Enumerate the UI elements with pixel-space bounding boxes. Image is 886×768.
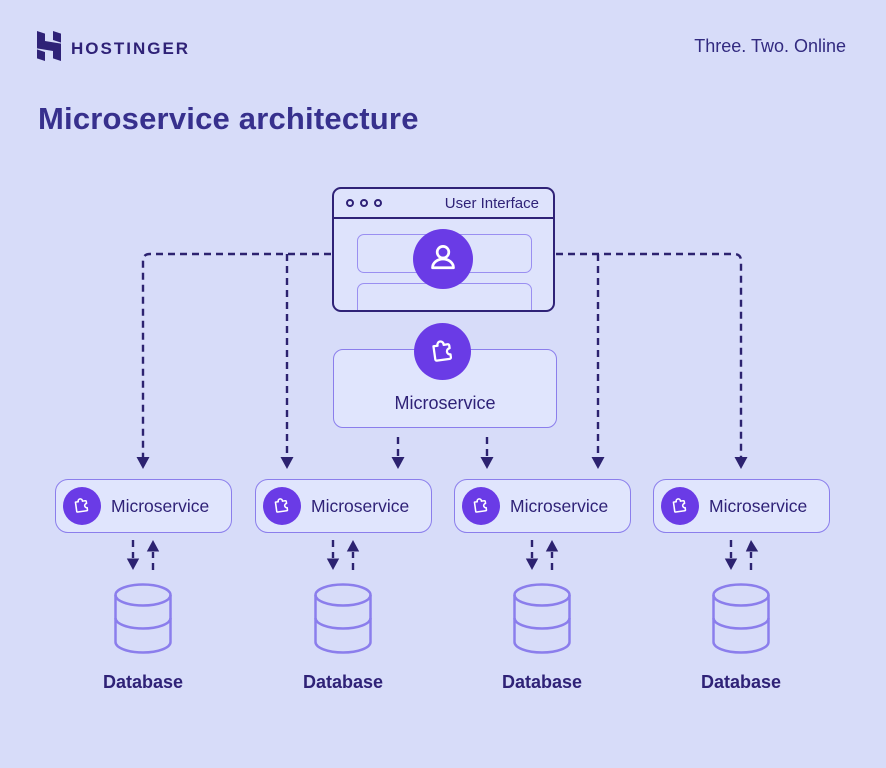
arrowhead-up-icon xyxy=(745,540,759,552)
arrowhead-down-icon xyxy=(734,457,748,469)
microservice-label: Microservice xyxy=(510,495,609,516)
arrowhead-down-icon xyxy=(480,457,494,469)
tagline: Three. Two. Online xyxy=(694,36,846,56)
database-group-4: Database xyxy=(681,582,801,693)
database-icon xyxy=(113,583,173,660)
microservice-card-1: Microservice xyxy=(55,479,232,533)
ui-window-title: User Interface xyxy=(444,194,539,212)
brand-name: HOSTINGER xyxy=(71,38,191,58)
arrowhead-down-icon xyxy=(280,457,294,469)
microservice-label: Microservice xyxy=(709,495,808,516)
ui-window: User Interface xyxy=(332,187,555,312)
central-microservice-badge xyxy=(414,323,471,380)
puzzle-icon xyxy=(427,333,459,370)
puzzle-icon xyxy=(71,493,93,520)
window-dot-icon xyxy=(346,199,354,207)
central-microservice-card: Microservice xyxy=(333,323,557,428)
arrowhead-down-icon xyxy=(391,457,405,469)
microservice-badge xyxy=(462,487,500,525)
window-dot-icon xyxy=(374,199,382,207)
database-label: Database xyxy=(102,672,184,692)
avatar xyxy=(413,229,473,289)
database-group-1: Database xyxy=(83,582,203,693)
database-group-3: Database xyxy=(482,582,602,693)
database-label: Database xyxy=(700,672,782,692)
database-label: Database xyxy=(501,672,583,692)
user-icon xyxy=(426,240,460,279)
ui-window-titlebar: User Interface xyxy=(334,189,553,219)
hostinger-logo-icon xyxy=(36,31,62,66)
database-label: Database xyxy=(302,672,384,692)
arrowhead-up-icon xyxy=(346,540,360,552)
brand: HOSTINGER xyxy=(36,31,190,66)
arrowhead-up-icon xyxy=(146,540,160,552)
connector-ui-to-service-4 xyxy=(556,252,743,457)
microservice-badge xyxy=(661,487,699,525)
window-controls xyxy=(346,199,382,207)
puzzle-icon xyxy=(271,493,293,520)
database-group-2: Database xyxy=(283,582,403,693)
page-title: Microservice architecture xyxy=(38,101,419,136)
arrowhead-down-icon xyxy=(724,558,738,570)
connector-ui-to-service-1 xyxy=(141,252,331,457)
arrowhead-down-icon xyxy=(525,558,539,570)
database-icon xyxy=(711,583,771,660)
arrowhead-up-icon xyxy=(545,540,559,552)
arrowhead-down-icon xyxy=(591,457,605,469)
microservice-label: Microservice xyxy=(311,495,410,516)
microservice-card-2: Microservice xyxy=(255,479,432,533)
arrowhead-down-icon xyxy=(136,457,150,469)
puzzle-icon xyxy=(470,493,492,520)
database-icon xyxy=(512,583,572,660)
arrowhead-down-icon xyxy=(326,558,340,570)
puzzle-icon xyxy=(669,493,691,520)
window-dot-icon xyxy=(360,199,368,207)
database-icon xyxy=(313,583,373,660)
microservice-label: Microservice xyxy=(111,495,210,516)
arrowhead-down-icon xyxy=(126,558,140,570)
microservice-card-4: Microservice xyxy=(653,479,830,533)
microservice-card-3: Microservice xyxy=(454,479,631,533)
microservice-badge xyxy=(263,487,301,525)
microservice-badge xyxy=(63,487,101,525)
central-microservice-label: Microservice xyxy=(394,393,496,413)
